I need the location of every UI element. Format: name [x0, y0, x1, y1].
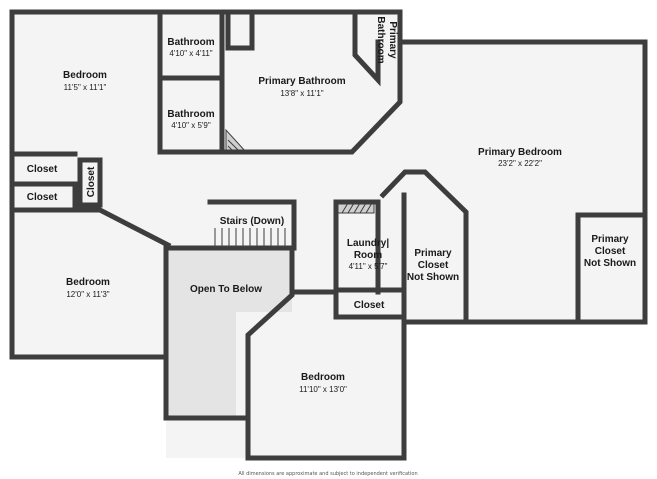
primary-closet-right-line3: Not Shown: [584, 258, 636, 269]
primary-closet-right-line2: Closet: [595, 246, 626, 257]
primary-bathroom-name: Primary Bathroom: [258, 76, 345, 87]
primary-closet-right-line1: Primary: [591, 234, 629, 245]
closet-left-1-name: Closet: [27, 164, 58, 175]
primary-bathroom-small-line1: Primary: [387, 21, 398, 59]
bathroom-mid-name: Bathroom: [167, 109, 214, 120]
bedroom-top-left-dim: 11'5" x 11'1": [64, 83, 107, 92]
bathroom-top-name: Bathroom: [167, 37, 214, 48]
bathroom-mid-dim: 4'10" x 5'9": [171, 121, 211, 130]
bedroom-left-name: Bedroom: [66, 277, 110, 288]
walls: [9, 9, 648, 461]
closet-left-2-name: Closet: [27, 192, 58, 203]
stairs-graphic: [214, 228, 286, 248]
laundry-line2: Room: [354, 250, 382, 261]
laundry-dim: 4'11" x 5'7": [349, 262, 388, 271]
primary-closet-mid-line2: Closet: [418, 260, 449, 271]
laundry-line1: Laundry|: [347, 238, 389, 249]
bathroom-top-dim: 4'10" x 4'11": [169, 49, 212, 58]
bedroom-left-dim: 12'0" x 11'3": [66, 290, 109, 299]
stairs-name: Stairs (Down): [220, 216, 284, 227]
open-to-below-name: Open To Below: [190, 284, 262, 295]
primary-bathroom-small-line2: Bathroom: [375, 16, 386, 63]
primary-bathroom-dim: 13'8" x 11'1": [280, 89, 323, 98]
closet-bottom-name: Closet: [354, 300, 385, 311]
footer-disclaimer: All dimensions are approximate and subje…: [238, 471, 417, 477]
bedroom-top-left-name: Bedroom: [63, 70, 107, 81]
primary-closet-mid-line1: Primary: [414, 248, 452, 259]
bedroom-bottom-name: Bedroom: [301, 372, 345, 383]
bedroom-bottom-dim: 11'10" x 13'0": [299, 385, 347, 394]
primary-bedroom-dim: 23'2" x 22'2": [498, 159, 542, 168]
primary-closet-mid-line3: Not Shown: [407, 272, 459, 283]
floor-fills: [12, 12, 645, 458]
primary-bedroom-name: Primary Bedroom: [478, 147, 562, 158]
closet-vertical-name: Closet: [86, 166, 97, 197]
room-labels: Bedroom 11'5" x 11'1" Bathroom 4'10" x 4…: [27, 16, 636, 477]
